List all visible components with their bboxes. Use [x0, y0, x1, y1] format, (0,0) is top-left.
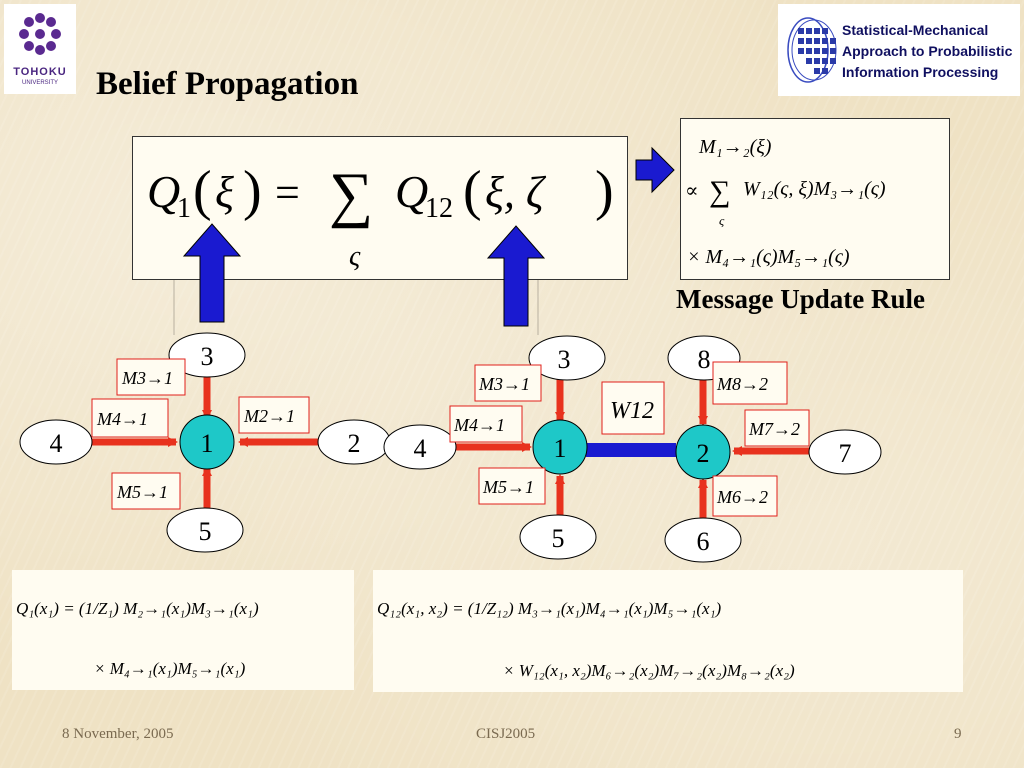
blue-right-arrow — [635, 146, 675, 194]
rhs-arguments: ξ, ζ — [485, 168, 547, 217]
right-node-7 — [808, 429, 882, 475]
right-message-8-to-2: M8→2 — [716, 374, 768, 394]
smapip-line-2: Approach to Probabilistic — [842, 43, 1013, 59]
equals-sign: = — [275, 168, 300, 217]
right-node-3 — [528, 335, 606, 381]
update-rule-caption: Message Update Rule — [676, 284, 925, 314]
lhs-subscript: 1 — [177, 193, 191, 224]
right-node-6-label: 6 — [697, 527, 710, 556]
proportional-sign: ∝ — [685, 180, 699, 202]
tohoku-emblem-icon — [19, 13, 61, 55]
marginal-formula-box: Q₁(x₁) = (1/Z₁) M₂→₁(x₁)M₃→₁(x₁) × M₄→₁(… — [12, 570, 354, 690]
right-node-8-label: 8 — [698, 345, 711, 374]
right-node-2-label: 2 — [697, 439, 710, 468]
update-rule-line-1: M₁→₂(ξ) — [698, 136, 772, 158]
update-rule-sum-index: ς — [719, 213, 725, 228]
lhs-argument: ξ — [215, 168, 234, 217]
tohoku-logo-text: TOHOKU — [13, 66, 67, 78]
footer-page-number: 9 — [954, 726, 962, 742]
right-node-3-label: 3 — [558, 345, 571, 374]
rhs-symbol: Q — [395, 166, 428, 217]
summation-index: ς — [349, 241, 361, 272]
marginal-formula-line-2: × M₄→₁(x₁)M₅→₁(x₁) — [94, 659, 246, 678]
left-node-1-label: 1 — [201, 429, 214, 458]
left-factor-graph: 3 4 2 5 1 M3→1 M4→1 M2→1 M5→1 — [19, 332, 391, 553]
right-node-1 — [532, 419, 588, 475]
right-message-3-to-1: M3→1 — [478, 374, 530, 394]
right-node-4-label: 4 — [414, 434, 427, 463]
left-message-5-to-1: M5→1 — [116, 482, 168, 502]
rhs-subscript: 12 — [425, 193, 453, 224]
right-message-5-to-1: M5→1 — [482, 477, 534, 497]
pair-formula-line-1: Q₁₂(x₁, x₂) = (1/Z₁₂) M₃→₁(x₁)M₄→₁(x₁)M₅… — [377, 599, 721, 618]
rhs-close-paren: ) — [595, 160, 614, 222]
right-node-4 — [383, 424, 457, 470]
rhs-open-paren: ( — [463, 160, 482, 222]
left-node-4-label: 4 — [50, 429, 63, 458]
right-node-5-label: 5 — [552, 524, 565, 553]
footer-conference: CISJ2005 — [476, 726, 536, 742]
marginal-formula-line-1: Q₁(x₁) = (1/Z₁) M₂→₁(x₁)M₃→₁(x₁) — [16, 599, 259, 618]
left-message-4-to-1: M4→1 — [96, 409, 148, 429]
left-node-3 — [168, 332, 246, 378]
university-logo-text: UNIVERSITY — [21, 80, 58, 86]
footer-date: 8 November, 2005 — [62, 726, 174, 742]
smapip-line-1: Statistical-Mechanical — [842, 22, 989, 38]
right-node-7-label: 7 — [839, 439, 852, 468]
lhs-symbol: Q — [147, 166, 180, 217]
left-node-1 — [179, 414, 235, 470]
right-node-5 — [519, 514, 597, 560]
update-rule-box: M₁→₂(ξ) ∝ ∑ ς W₁₂(ς, ξ)M₃→₁(ς) × M₄→₁(ς)… — [680, 118, 950, 280]
left-node-3-label: 3 — [201, 342, 214, 371]
smapip-logo-text: Statistical-Mechanical Approach to Proba… — [842, 20, 1012, 83]
right-node-2 — [675, 424, 731, 480]
right-node-6 — [664, 517, 742, 563]
right-factor-graph: 3 4 5 8 7 6 1 2 W12 M3→1 M4→1 M5→1 M8→2 … — [383, 335, 882, 563]
lhs-close-paren: ) — [243, 160, 262, 222]
left-message-2-to-1: M2→1 — [243, 406, 295, 426]
right-node-1-label: 1 — [554, 434, 567, 463]
update-rule-equation: M₁→₂(ξ) ∝ ∑ ς W₁₂(ς, ξ)M₃→₁(ς) × M₄→₁(ς)… — [685, 136, 886, 268]
main-equation-box: Q 1 ( ξ ) = ∑ ς Q 12 ( ξ, ζ ) — [132, 136, 628, 280]
slide-title: Belief Propagation — [96, 66, 359, 102]
smapip-line-3: Information Processing — [842, 64, 999, 80]
update-rule-sum-sign: ∑ — [709, 175, 730, 208]
tohoku-university-logo: TOHOKU UNIVERSITY — [4, 4, 76, 94]
smapip-logo: Statistical-Mechanical Approach to Proba… — [778, 4, 1020, 96]
summation-sign: ∑ — [329, 161, 373, 229]
right-message-7-to-2: M7→2 — [748, 419, 800, 439]
left-node-5-label: 5 — [199, 517, 212, 546]
pair-formula-line-2: × W₁₂(x₁, x₂)M₆→₂(x₂)M₇→₂(x₂)M₈→₂(x₂) — [503, 661, 795, 680]
left-node-2-label: 2 — [348, 429, 361, 458]
left-node-5 — [166, 507, 244, 553]
update-rule-line-2: W₁₂(ς, ξ)M₃→₁(ς) — [743, 178, 886, 200]
blue-up-arrow-left — [182, 223, 242, 323]
right-message-6-to-2: M6→2 — [716, 487, 768, 507]
left-node-4 — [19, 419, 93, 465]
main-equation: Q 1 ( ξ ) = ∑ ς Q 12 ( ξ, ζ ) — [147, 160, 614, 272]
right-message-4-to-1: M4→1 — [453, 415, 505, 435]
lhs-open-paren: ( — [193, 160, 212, 222]
smapip-dot-grid-icon — [787, 17, 837, 83]
left-message-3-to-1: M3→1 — [121, 368, 173, 388]
marginal-formula: Q₁(x₁) = (1/Z₁) M₂→₁(x₁)M₃→₁(x₁) × M₄→₁(… — [16, 599, 259, 678]
pair-marginal-formula: Q₁₂(x₁, x₂) = (1/Z₁₂) M₃→₁(x₁)M₄→₁(x₁)M₅… — [377, 599, 795, 680]
edge-weight-label: W12 — [610, 398, 654, 424]
blue-up-arrow-right — [486, 225, 546, 327]
update-rule-line-3: × M₄→₁(ς)M₅→₁(ς) — [687, 246, 850, 268]
pair-marginal-formula-box: Q₁₂(x₁, x₂) = (1/Z₁₂) M₃→₁(x₁)M₄→₁(x₁)M₅… — [373, 570, 963, 692]
